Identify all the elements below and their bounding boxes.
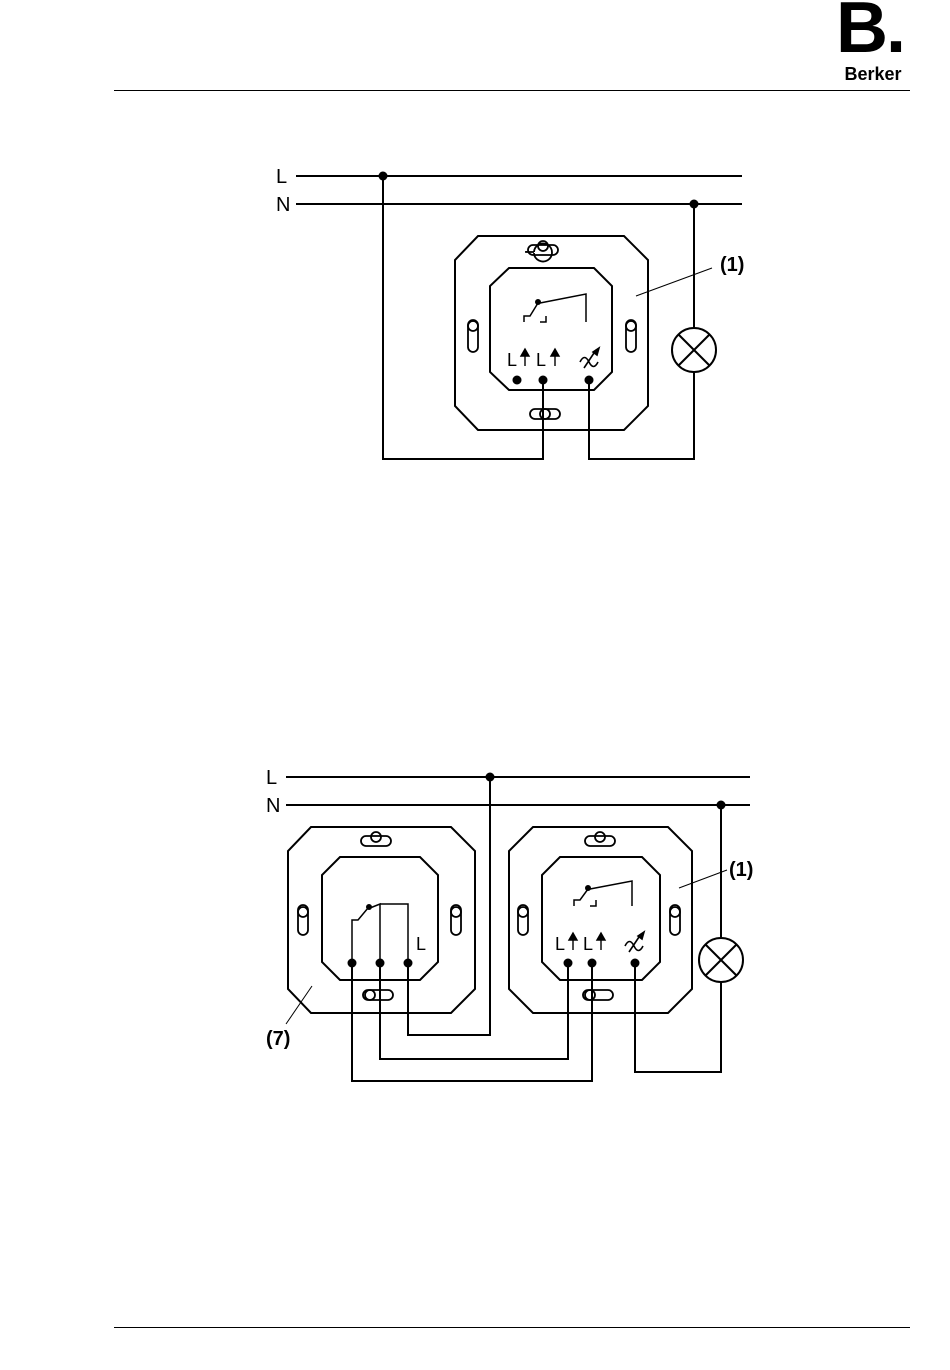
leader-line	[679, 870, 727, 888]
line-l-label: L	[266, 767, 277, 789]
dimmer-symbol-icon	[625, 932, 644, 952]
wire-output-to-lamp	[635, 963, 721, 1072]
switch-pivot-dot	[585, 885, 591, 891]
switch-pivot-dot	[366, 904, 372, 910]
switch-contact-icon	[574, 881, 632, 906]
keyhole-slot-icon	[451, 905, 461, 935]
extension-terminal-label: L	[416, 934, 426, 954]
terminal-dot	[376, 959, 385, 968]
junction-dot	[717, 801, 726, 810]
mounting-frame	[509, 827, 692, 1013]
lamp-icon	[699, 938, 743, 982]
terminal-dot	[348, 959, 357, 968]
extension-frame	[288, 827, 475, 1013]
terminal-dot	[588, 959, 597, 968]
wire-l-to-extension	[408, 777, 490, 1035]
keyhole-slot-icon	[585, 832, 615, 846]
keyhole-slot-icon	[583, 990, 613, 1000]
junction-dot	[486, 773, 495, 782]
keyhole-slot-icon	[518, 905, 528, 935]
insert-reference-label: (1)	[729, 859, 753, 881]
switch-contact-icon	[352, 904, 408, 963]
footer-rule	[114, 1327, 910, 1328]
keyhole-slot-icon	[298, 905, 308, 935]
extension-reference-label: (7)	[266, 1028, 290, 1050]
keyhole-slot-icon	[670, 905, 680, 935]
terminal-dot	[404, 959, 413, 968]
terminal-label-1: L	[555, 934, 565, 954]
line-n-label: N	[266, 795, 280, 817]
keyhole-slot-icon	[361, 832, 391, 846]
keyhole-slot-icon	[363, 990, 393, 1000]
terminal-dot	[564, 959, 573, 968]
terminal-dot	[631, 959, 640, 968]
terminal-label-2: L	[583, 934, 593, 954]
